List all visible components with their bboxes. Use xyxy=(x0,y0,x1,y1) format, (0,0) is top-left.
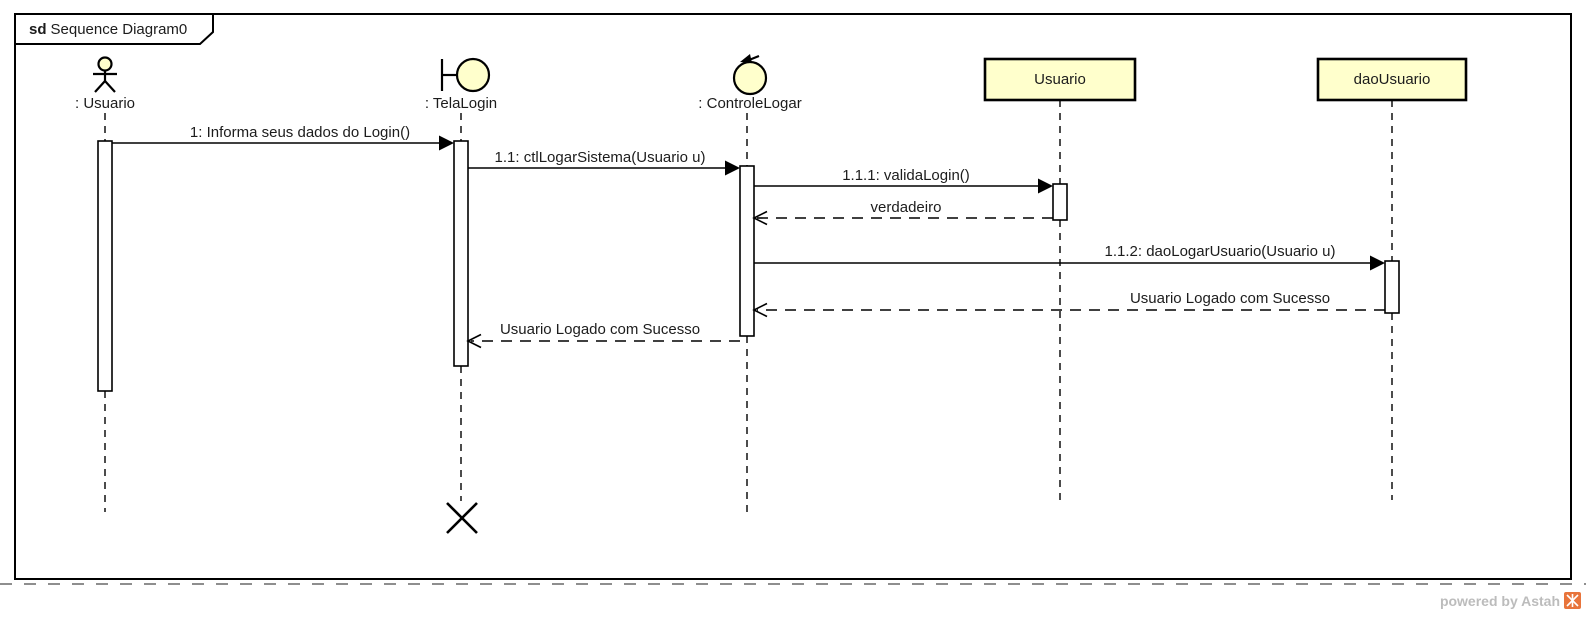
message-6-label: Usuario Logado com Sucesso xyxy=(1129,290,1331,307)
frame-title-tab xyxy=(14,13,214,45)
activation-telalogin xyxy=(453,140,469,367)
message-6-return-line xyxy=(752,302,1385,318)
watermark-text: powered by Astah xyxy=(1439,592,1560,609)
object-box-usuario xyxy=(983,57,1137,102)
activation-daousuario xyxy=(1384,260,1400,314)
message-4-return-line xyxy=(752,210,1053,226)
message-3-line xyxy=(754,178,1053,194)
watermark: powered by Astah xyxy=(1440,592,1581,609)
message-3-label: 1.1.1: validaLogin() xyxy=(842,167,970,184)
lifeline-label-controlelogar: : ControleLogar xyxy=(698,95,802,112)
message-7-return-line xyxy=(466,333,740,349)
astah-logo-icon xyxy=(1564,592,1581,609)
lifeline-label-usuario-actor: : Usuario xyxy=(74,95,136,112)
message-7-label: Usuario Logado com Sucesso xyxy=(499,321,701,338)
message-1-label: 1: Informa seus dados do Login() xyxy=(189,124,411,141)
control-icon xyxy=(732,54,768,96)
message-1-line xyxy=(112,135,454,151)
activation-usuario-actor xyxy=(97,140,113,392)
lifeline-label-daousuario: daoUsuario xyxy=(1353,71,1431,88)
lifeline-label-usuario-object: Usuario xyxy=(1034,71,1086,88)
boundary-icon xyxy=(440,57,491,93)
activation-usuario-object xyxy=(1052,183,1068,221)
actor-icon xyxy=(93,56,117,93)
activation-controlelogar xyxy=(739,165,755,337)
message-2-line xyxy=(468,160,740,176)
message-5-label: 1.1.2: daoLogarUsuario(Usuario u) xyxy=(1104,243,1336,260)
frame-title-keyword: sd xyxy=(29,21,47,38)
frame-title-text: Sequence Diagram0 xyxy=(50,21,188,38)
message-5-line xyxy=(754,255,1385,271)
diagram-frame xyxy=(14,13,1572,580)
destruction-x-icon xyxy=(446,502,478,534)
message-2-label: 1.1: ctlLogarSistema(Usuario u) xyxy=(494,149,706,166)
message-4-label: verdadeiro xyxy=(870,199,942,216)
lifeline-label-telalogin: : TelaLogin xyxy=(424,95,498,112)
